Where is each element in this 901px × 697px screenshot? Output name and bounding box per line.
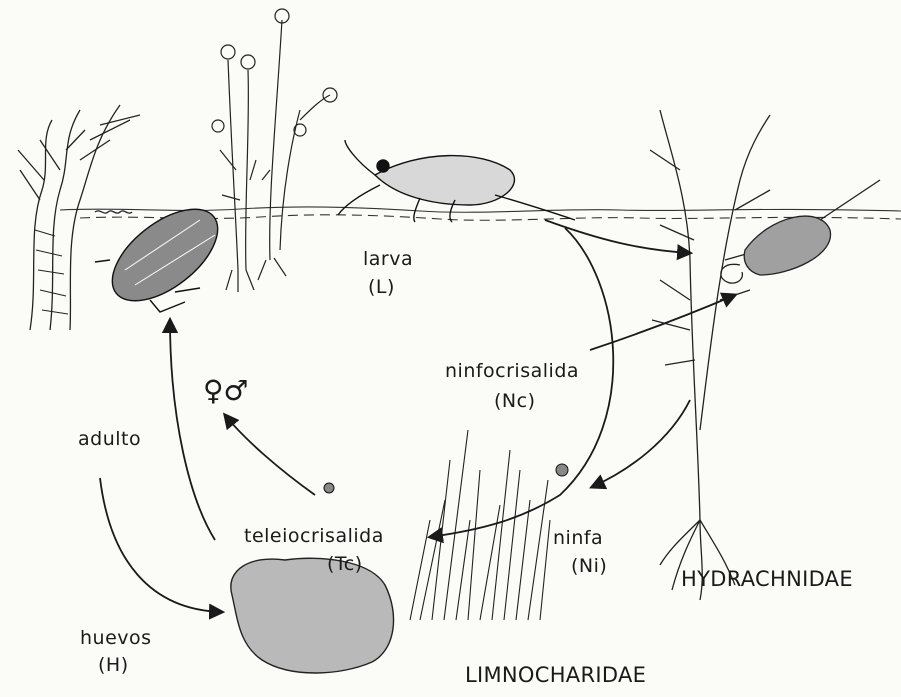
label-adulto: adulto <box>78 428 141 450</box>
label-larva: larva <box>363 248 413 270</box>
label-ninfa: ninfa <box>553 527 603 549</box>
label-teleiocrisalida: teleiocrisalida <box>244 525 384 547</box>
label-limnocharidae: LIMNOCHARIDAE <box>465 664 646 686</box>
label-huevos-code: (H) <box>98 654 129 676</box>
label-ninfocrisalida-code: (Nc) <box>494 390 535 412</box>
sex-symbols: ♀♂ <box>203 376 249 406</box>
right-aquatic-plant <box>650 110 880 600</box>
nymph-mite <box>324 464 568 493</box>
label-huevos: huevos <box>80 627 152 649</box>
cycle-arrows <box>100 220 735 612</box>
larva-mite <box>338 140 575 222</box>
label-ninfa-code: (Ni) <box>571 555 607 577</box>
label-hydrachnidae: HYDRACHNIDAE <box>681 568 853 590</box>
label-teleiocrisalida-code: (Tc) <box>327 553 363 575</box>
label-larva-code: (L) <box>368 276 395 298</box>
flowering-plants <box>212 9 337 292</box>
egg-mass <box>231 558 394 673</box>
grass-tuft <box>410 430 550 620</box>
label-ninfocrisalida: ninfocrisalida <box>445 360 579 382</box>
